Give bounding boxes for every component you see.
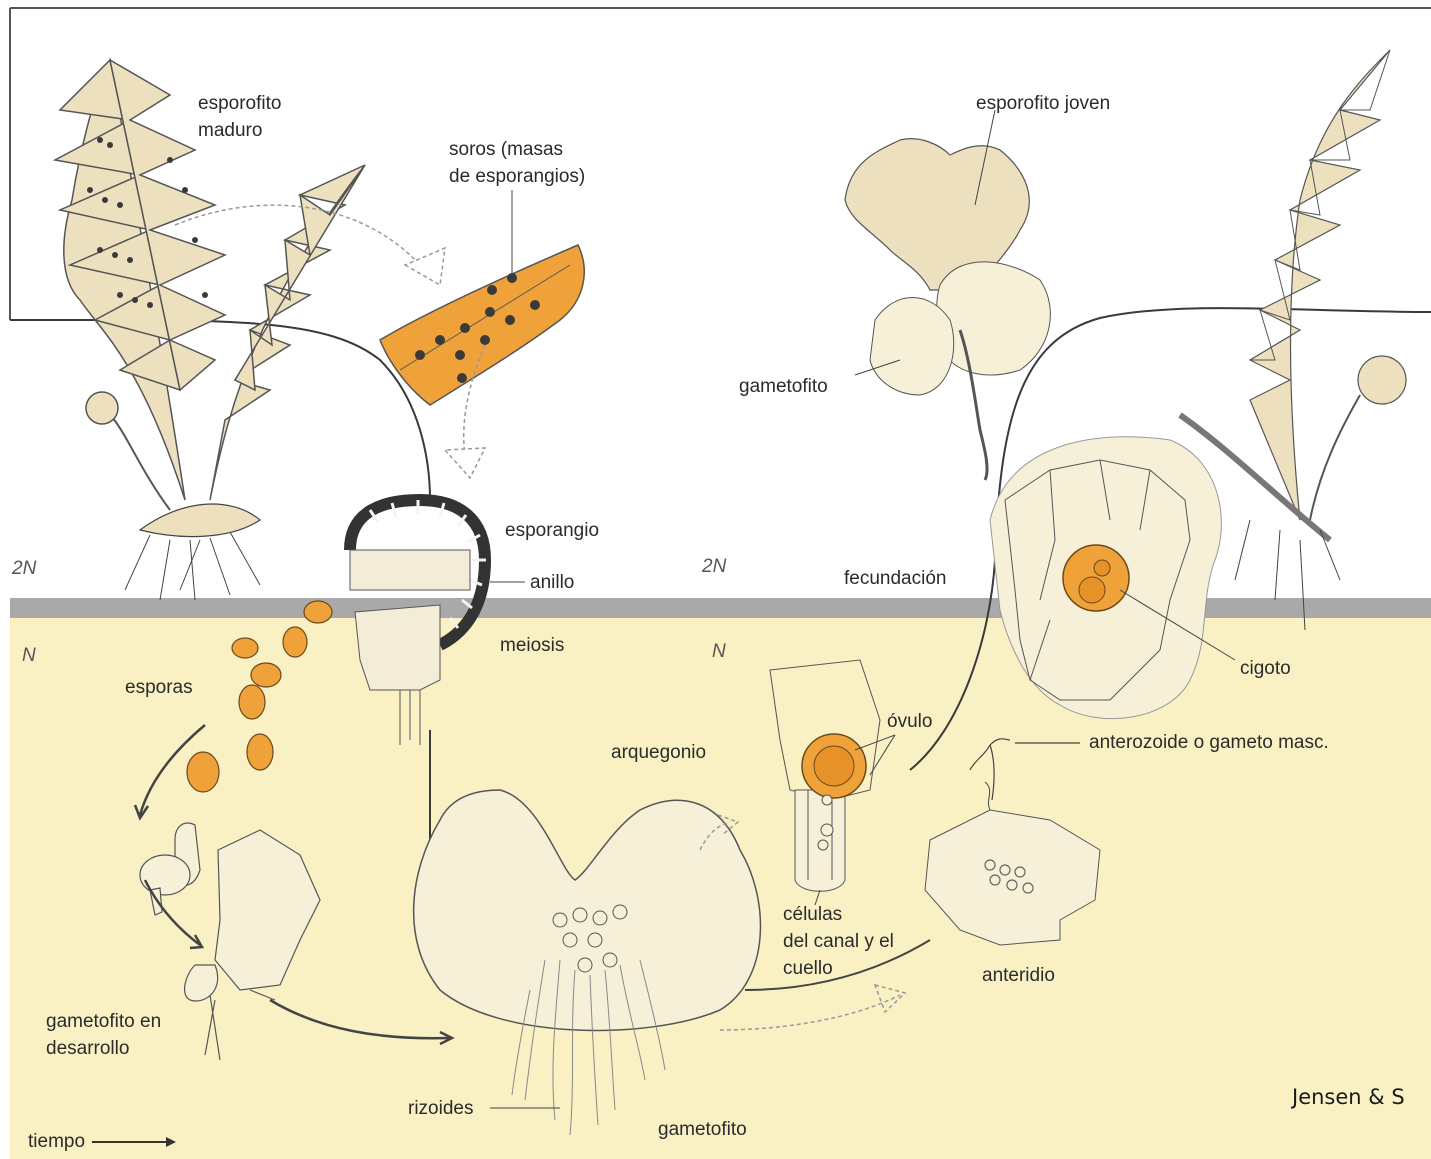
label-2n-left: 2N xyxy=(12,555,36,582)
ploidy-boundary-band xyxy=(10,598,1431,618)
label-n-left: N xyxy=(22,642,36,669)
label-arquegonio: arquegonio xyxy=(611,739,706,766)
label-esporofito-joven: esporofito joven xyxy=(976,90,1110,117)
label-gametofito-top: gametofito xyxy=(739,373,828,400)
label-ovulo: óvulo xyxy=(887,708,932,735)
label-esporofito-maduro: esporofito maduro xyxy=(198,90,281,144)
label-anillo: anillo xyxy=(530,569,574,596)
label-n-middle: N xyxy=(712,638,726,665)
label-celulas-del-canal: células del canal y el cuello xyxy=(783,901,894,982)
label-2n-middle: 2N xyxy=(702,553,726,580)
label-anterozoide: anterozoide o gameto masc. xyxy=(1089,729,1329,756)
label-gametofito-en-desarrollo: gametofito en desarrollo xyxy=(46,1008,161,1062)
label-cigoto: cigoto xyxy=(1240,655,1291,682)
source-credit: Jensen & S xyxy=(1292,1085,1405,1109)
label-fecundacion: fecundación xyxy=(844,565,946,592)
time-arrow-icon xyxy=(90,1135,180,1149)
label-meiosis: meiosis xyxy=(500,632,564,659)
label-gametofito-bottom: gametofito xyxy=(658,1116,747,1143)
label-anteridio: anteridio xyxy=(982,962,1055,989)
label-soros: soros (masas de esporangios) xyxy=(449,136,585,190)
label-esporangio: esporangio xyxy=(505,517,599,544)
label-tiempo: tiempo xyxy=(28,1128,180,1155)
label-rizoides: rizoides xyxy=(408,1095,473,1122)
label-esporas: esporas xyxy=(125,674,193,701)
